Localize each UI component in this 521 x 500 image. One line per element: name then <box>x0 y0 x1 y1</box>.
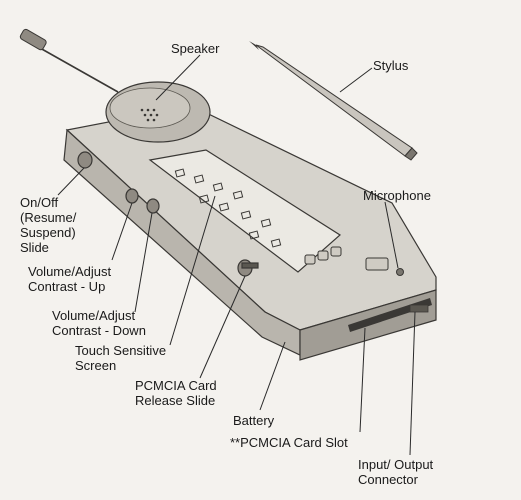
label-stylus-line: Stylus <box>373 58 409 73</box>
label-pcmcia-slot: **PCMCIA Card Slot <box>230 435 348 450</box>
label-pcmcia-release-line-1: PCMCIA Card <box>135 378 217 393</box>
speaker <box>105 81 211 143</box>
label-pcmcia-release: PCMCIA Card Release Slide <box>135 378 217 408</box>
label-volume-up: Volume/Adjust Contrast - Up <box>28 264 111 294</box>
touch-screen <box>148 149 341 273</box>
label-volume-up-line-1: Volume/Adjust <box>28 264 112 279</box>
label-volume-down-line-2: Contrast - Down <box>52 323 146 338</box>
card-slot <box>348 298 432 332</box>
label-pcmcia-slot-line: **PCMCIA Card Slot <box>230 435 348 450</box>
label-on-off-slide: On/Off (Resume/ Suspend) Slide <box>20 195 76 255</box>
label-on-off-line-4: Slide <box>20 240 49 255</box>
stylus <box>249 41 418 161</box>
label-io-connector-line-1: Input/ Output <box>358 457 434 472</box>
label-battery: Battery <box>233 413 274 428</box>
label-microphone-line: Microphone <box>363 188 431 203</box>
microphone <box>396 268 404 276</box>
label-volume-up-line-2: Contrast - Up <box>28 279 106 294</box>
antenna-plug <box>19 28 119 93</box>
label-touch-screen-line-1: Touch Sensitive <box>75 343 167 358</box>
label-stylus: Stylus <box>373 58 408 73</box>
label-pcmcia-release-line-2: Release Slide <box>135 393 216 408</box>
leader-lines <box>57 54 416 456</box>
label-speaker-line: Speaker <box>171 41 220 56</box>
label-io-connector: Input/ Output Connector <box>358 457 433 487</box>
label-volume-down-line-1: Volume/Adjust <box>52 308 136 323</box>
label-on-off-line-2: (Resume/ <box>20 210 77 225</box>
label-touch-screen: Touch Sensitive Screen <box>75 343 166 373</box>
label-speaker: Speaker <box>171 41 219 56</box>
label-on-off-line-3: Suspend) <box>20 225 76 240</box>
label-touch-screen-line-2: Screen <box>75 358 117 373</box>
keypad <box>304 246 389 271</box>
label-battery-line: Battery <box>233 413 275 428</box>
label-on-off-line-1: On/Off <box>20 195 59 210</box>
label-io-connector-line-2: Connector <box>358 472 418 487</box>
side-buttons <box>77 151 259 277</box>
label-microphone: Microphone <box>363 188 431 203</box>
label-volume-down: Volume/Adjust Contrast - Down <box>52 308 146 338</box>
